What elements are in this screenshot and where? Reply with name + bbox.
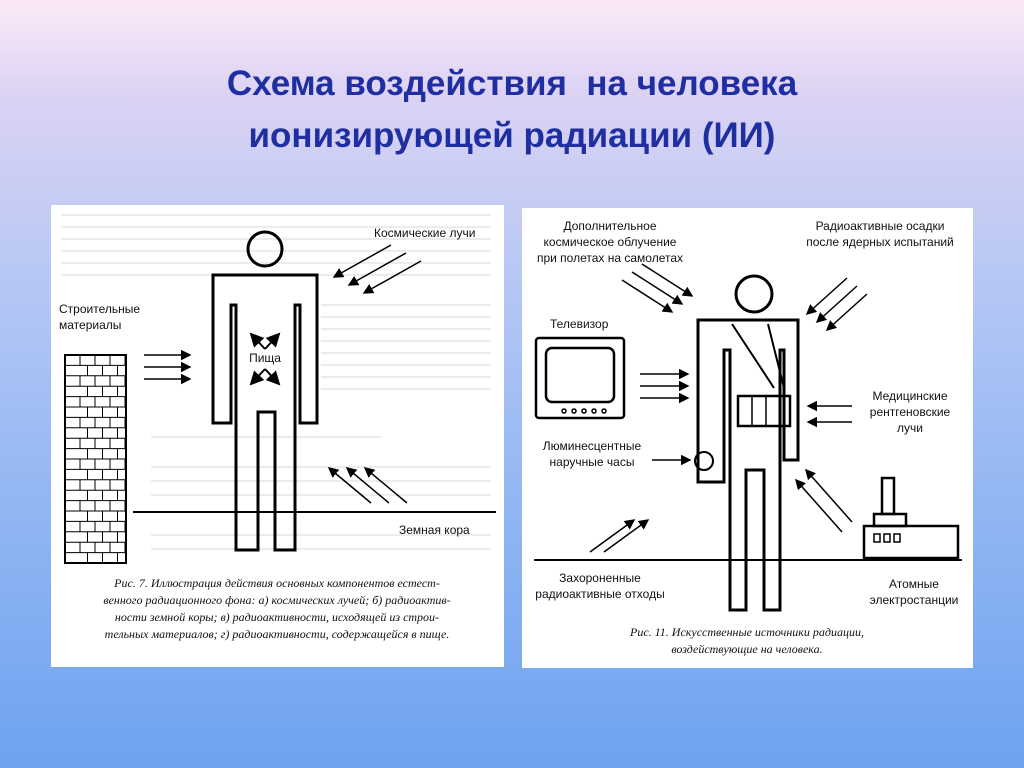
label-fallout-2: после ядерных испытаний — [806, 235, 954, 249]
label-watch-2: наручные часы — [550, 455, 635, 469]
label-food: Пища — [249, 351, 281, 365]
left-caption-line-2: венного радиационного фона: а) космическ… — [103, 593, 450, 607]
xray-arrows — [806, 400, 852, 428]
arm-sling — [731, 323, 775, 389]
label-fallout-1: Радиоактивные осадки — [816, 219, 945, 233]
tv-arrows — [640, 368, 690, 404]
right-caption-line-1: Рис. 11. Искусственные источники радиаци… — [629, 625, 864, 639]
label-extra-cosmic-2: космическое облучение — [544, 235, 677, 249]
arm-cast — [736, 394, 792, 428]
human-head — [734, 274, 774, 314]
label-medical-3: лучи — [897, 421, 923, 435]
label-building-materials-2: материалы — [59, 318, 121, 332]
label-watch-1: Люминесцентные — [543, 439, 642, 453]
left-figure-caption: Рис. 7. Иллюстрация действия основных ко… — [103, 576, 450, 641]
natural-radiation-figure: Пища Космические лучи Строительные матер… — [51, 205, 504, 667]
label-extra-cosmic-3: при полетах на самолетах — [537, 251, 683, 265]
title-line-1: Схема воздействия на человека — [226, 64, 798, 103]
human-figure — [694, 274, 800, 612]
title-line-2: ионизирующей радиации (ИИ) — [248, 116, 776, 155]
label-waste-2: радиоактивные отходы — [535, 587, 664, 601]
label-medical-1: Медицинские — [872, 389, 947, 403]
fallout-arrows — [805, 277, 868, 332]
human-body-outline — [696, 318, 800, 612]
label-building-materials-1: Строительные — [59, 302, 140, 316]
left-caption-line-1: Рис. 7. Иллюстрация действия основных ко… — [113, 576, 440, 590]
label-npp-2: электростанции — [870, 593, 959, 607]
label-earth-crust: Земная кора — [399, 523, 470, 537]
human-figure — [211, 230, 319, 552]
left-caption-line-3: ности земной коры; в) радиоактивности, и… — [115, 610, 439, 624]
left-caption-line-4: тельных материалов; г) радиоактивности, … — [105, 627, 450, 641]
artificial-radiation-figure: Дополнительное космическое облучение при… — [522, 208, 973, 668]
tv-icon — [534, 336, 626, 420]
earth-crust-arrows — [327, 467, 408, 504]
power-plant-icon — [862, 476, 960, 560]
cosmic-ray-arrows — [332, 244, 422, 294]
label-npp-1: Атомные — [889, 577, 939, 591]
arm-sling-2 — [767, 323, 785, 389]
aircraft-cosmic-arrows — [621, 263, 694, 313]
wrist-watch — [694, 451, 714, 471]
buried-waste-arrows — [589, 519, 650, 553]
brick-wall — [64, 354, 127, 564]
slide-title: Схема воздействия на человека ионизирующ… — [0, 58, 1024, 162]
food-arrows — [249, 332, 281, 386]
right-figure-caption: Рис. 11. Искусственные источники радиаци… — [629, 625, 864, 656]
label-waste-1: Захороненные — [559, 571, 641, 585]
label-medical-2: рентгеновские — [870, 405, 951, 419]
building-material-arrows — [144, 349, 192, 385]
label-tv: Телевизор — [550, 317, 609, 331]
human-body-outline — [211, 273, 319, 552]
label-extra-cosmic-1: Дополнительное — [563, 219, 656, 233]
power-plant-arrows — [795, 468, 853, 533]
label-cosmic-rays: Космические лучи — [374, 226, 475, 240]
human-head — [246, 230, 284, 268]
right-caption-line-2: воздействующие на человека. — [671, 642, 822, 656]
